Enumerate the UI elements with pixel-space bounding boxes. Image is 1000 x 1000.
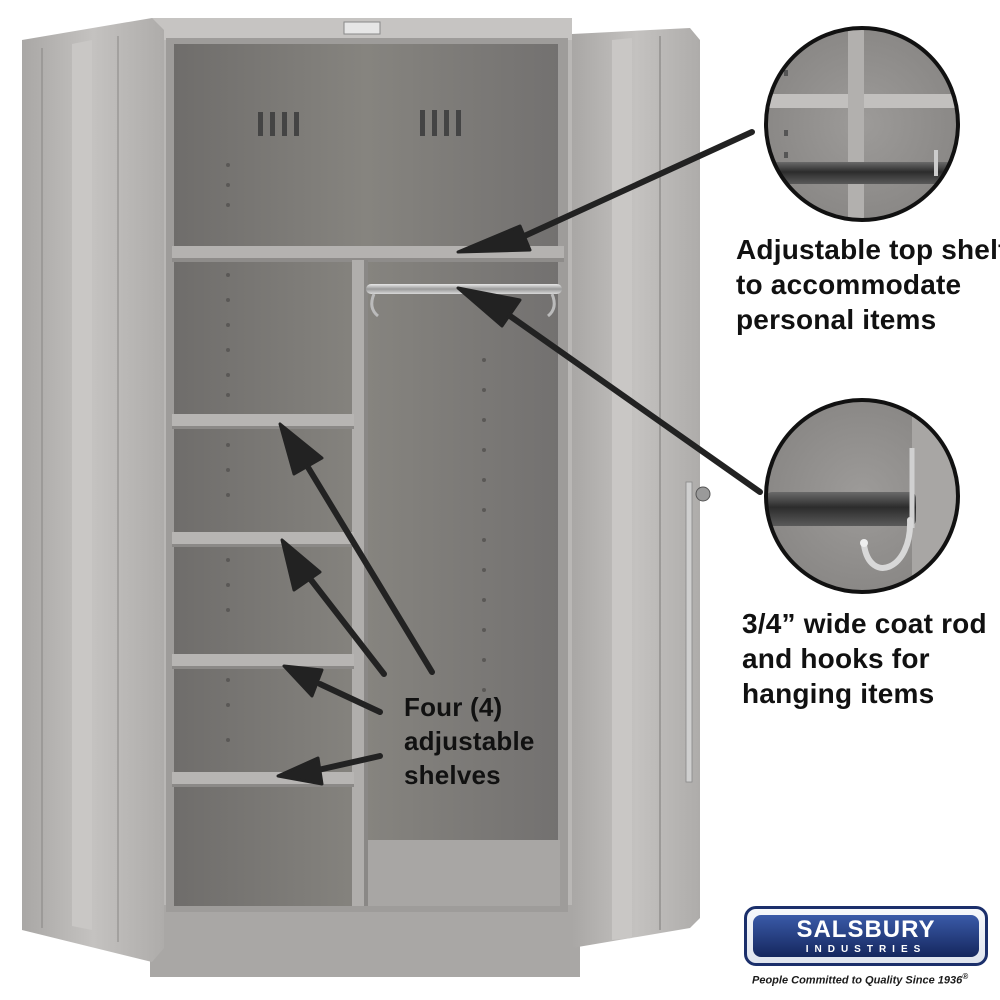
callout-line: 3/4” wide coat rod <box>742 608 987 639</box>
zoom-top-shelf <box>764 26 960 222</box>
arrow-shelf-4 <box>315 753 383 773</box>
brand-tagline: People Committed to Quality Since 1936® <box>752 972 968 987</box>
brand-name: SALSBURY <box>796 916 936 943</box>
arrow-shelf-1 <box>303 461 435 675</box>
center-divider <box>352 260 368 906</box>
arrow-shelf-2 <box>305 573 387 677</box>
arrow-top-shelf <box>517 129 755 241</box>
arrow-shelf-3 <box>317 681 383 715</box>
tagline-text: People Committed to Quality Since 1936 <box>752 974 963 987</box>
brand-subtitle: INDUSTRIES <box>805 944 927 955</box>
callout-shelves: Four (4) adjustable shelves <box>404 690 535 792</box>
callout-line: Adjustable top shelf <box>736 234 1000 265</box>
vent-slots <box>258 110 461 136</box>
shelf-adjustment-holes <box>226 163 486 742</box>
callout-arrows <box>276 129 763 786</box>
callout-line: adjustable <box>404 726 535 756</box>
callout-line: shelves <box>404 760 501 790</box>
right-door <box>572 28 711 948</box>
callout-line: Four (4) <box>404 692 503 722</box>
callout-line: and hooks for <box>742 643 930 674</box>
logo-badge: SALSBURY INDUSTRIES <box>753 915 979 957</box>
callout-top-shelf: Adjustable top shelf to accommodate pers… <box>736 232 1000 337</box>
registered-mark: ® <box>962 972 969 981</box>
callout-coat-rod: 3/4” wide coat rod and hooks for hanging… <box>742 606 987 711</box>
callout-line: to accommodate <box>736 269 962 300</box>
callout-line: hanging items <box>742 678 935 709</box>
salsbury-logo: SALSBURY INDUSTRIES <box>744 906 988 966</box>
left-door <box>22 18 164 962</box>
zoom-coat-rod <box>764 398 960 594</box>
callout-line: personal items <box>736 304 937 335</box>
arrow-coat-rod <box>507 313 763 495</box>
floor-panel <box>368 840 560 906</box>
